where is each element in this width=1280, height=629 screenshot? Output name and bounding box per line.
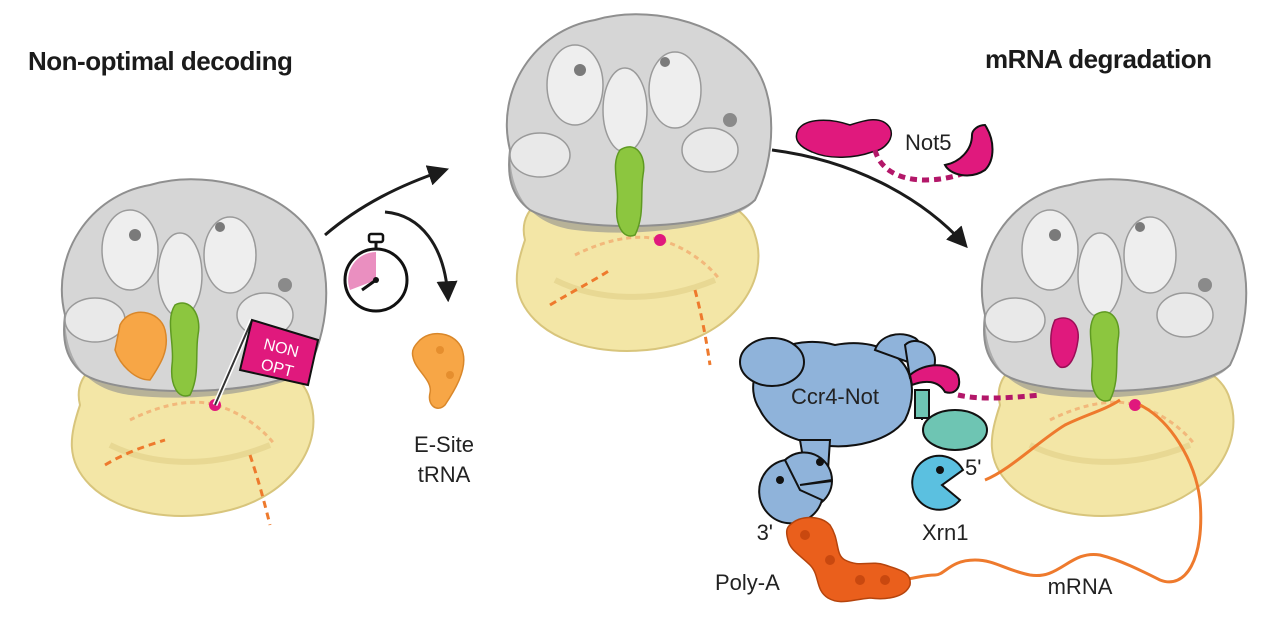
label-esite-line2: tRNA xyxy=(418,462,471,487)
left-heading: Non-optimal decoding xyxy=(28,46,292,76)
ptrna-middle xyxy=(614,146,645,237)
pacman-exonuclease-icon xyxy=(911,454,965,511)
ccr4-not-complex xyxy=(739,333,1041,525)
label-xrn1: Xrn1 xyxy=(922,520,968,545)
esite-trna-released xyxy=(411,332,465,409)
ptrna-right xyxy=(1089,311,1120,402)
label-mrna: mRNA xyxy=(1048,574,1113,599)
not5-bound-esite xyxy=(1050,317,1079,369)
arrow-release-esite xyxy=(384,210,458,303)
label-poly-a: Poly-A xyxy=(715,570,780,595)
mrna-tail-right xyxy=(248,454,272,526)
mrna-tail-middle-left xyxy=(549,268,611,307)
arrow-to-right xyxy=(771,148,968,249)
ribosome-left: NON OPT xyxy=(62,179,326,526)
label-three-prime: 3' xyxy=(757,520,773,545)
label-five-prime: 5' xyxy=(965,455,981,480)
mrna-strand xyxy=(889,398,1203,584)
mrna-tail-left xyxy=(104,438,166,467)
not5-free xyxy=(795,119,994,183)
label-not5: Not5 xyxy=(905,130,951,155)
mrna-tail-middle-right xyxy=(693,289,712,366)
ribosome-right xyxy=(982,179,1246,516)
right-heading: mRNA degradation xyxy=(985,44,1212,74)
flag-icon: NON OPT xyxy=(212,318,320,406)
ptrna-left xyxy=(169,302,200,397)
ribosome-middle xyxy=(507,14,771,366)
polya-tail xyxy=(785,516,911,603)
esite-trna-bound xyxy=(114,311,167,381)
arrow-to-middle xyxy=(324,165,449,237)
label-esite-line1: E-Site xyxy=(414,432,474,457)
stopwatch-icon xyxy=(343,232,409,313)
label-ccr4-not: Ccr4-Not xyxy=(791,384,879,409)
